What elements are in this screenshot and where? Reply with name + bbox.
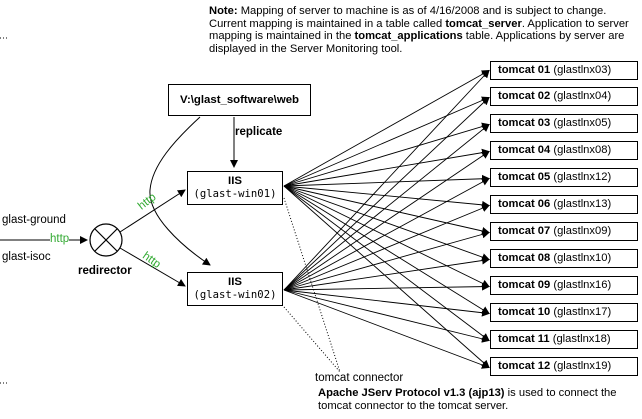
tomcat-01-host: (glastlnx03) — [553, 64, 612, 76]
note-text-2: . Application to server mapping is maint… — [209, 17, 629, 43]
tomcat-server-03: tomcat 03 (glastlnx05) — [490, 114, 638, 133]
tomcat-server-11: tomcat 11 (glastlnx18) — [490, 330, 638, 349]
tomcat-12-host: (glastlnx19) — [553, 360, 612, 372]
tomcat-10-host: (glastlnx17) — [553, 306, 612, 318]
link-iis2-tomcat-09 — [283, 282, 490, 291]
tomcat-server-05: tomcat 05 (glastlnx12) — [490, 168, 638, 187]
tomcat-05-name: tomcat 05 — [498, 171, 551, 183]
iis-2-name: IIS — [228, 276, 242, 288]
tomcat-06-host: (glastlnx13) — [553, 198, 612, 210]
redirector-to-iis1 — [119, 189, 186, 233]
tomcat-09-name: tomcat 09 — [498, 279, 551, 291]
link-iis1-tomcat-10 — [283, 185, 490, 315]
http-label-input: http — [50, 233, 70, 245]
tomcat-01-name: tomcat 01 — [498, 64, 551, 76]
tomcat-09-host: (glastlnx16) — [553, 279, 612, 291]
tomcat-08-name: tomcat 08 — [498, 252, 551, 264]
source-glast-ground: glast-ground — [2, 214, 66, 226]
source-glast-isoc: glast-isoc — [2, 251, 51, 263]
tomcat-server-08: tomcat 08 (glastlnx10) — [490, 249, 638, 268]
protocol-name: Apache JServ Protocol v1.3 (ajp13) — [318, 387, 505, 399]
redirector-to-iis2 — [119, 247, 186, 287]
note-table-1: tomcat_server — [445, 17, 522, 30]
protocol-text: is used to connect the tomcat connector … — [318, 387, 617, 412]
note-prefix: Note: — [209, 5, 238, 17]
tomcat-08-host: (glastlnx10) — [553, 252, 612, 264]
software-share-box: V:\glast_software\web — [168, 84, 311, 116]
iis-2-host: (glast-win02) — [193, 289, 277, 301]
mapping-note: Note: Mapping of server to machine is as… — [209, 5, 641, 55]
iis-1-host: (glast-win01) — [193, 188, 277, 200]
tomcat-12-name: tomcat 12 — [498, 360, 551, 372]
link-iis2-tomcat-04 — [283, 150, 490, 291]
link-iis1-tomcat-08 — [283, 185, 490, 261]
tomcat-03-name: tomcat 03 — [498, 117, 551, 129]
tomcat-server-02: tomcat 02 (glastlnx04) — [490, 87, 638, 106]
link-iis1-tomcat-09 — [283, 185, 490, 288]
tomcat-07-host: (glastlnx09) — [553, 225, 612, 237]
redirector-label: redirector — [78, 265, 132, 277]
link-iis2-tomcat-02 — [283, 96, 490, 291]
tomcat-06-name: tomcat 06 — [498, 198, 551, 210]
tomcat-03-host: (glastlnx05) — [553, 117, 612, 129]
link-iis1-tomcat-07 — [283, 185, 490, 235]
replicate-curve — [149, 116, 211, 266]
tomcat-server-09: tomcat 09 (glastlnx16) — [490, 276, 638, 295]
tomcat-server-12: tomcat 12 (glastlnx19) — [490, 357, 638, 376]
connector-dotted-2 — [283, 306, 341, 373]
tomcat-connector-label: tomcat connector — [315, 372, 404, 384]
connector-dotted-1 — [283, 197, 341, 373]
tomcat-04-host: (glastlnx08) — [553, 144, 612, 156]
tomcat-server-01: tomcat 01 (glastlnx03) — [490, 61, 638, 80]
link-iis1-tomcat-12 — [283, 185, 490, 369]
tomcat-11-host: (glastlnx18) — [552, 333, 611, 345]
link-iis2-tomcat-06 — [283, 204, 490, 291]
tomcat-04-name: tomcat 04 — [498, 144, 551, 156]
link-iis1-tomcat-11 — [283, 185, 490, 342]
link-iis2-tomcat-10 — [283, 289, 490, 317]
link-iis1-tomcat-04 — [283, 148, 490, 187]
tomcat-server-07: tomcat 07 (glastlnx09) — [490, 222, 638, 241]
link-iis2-tomcat-01 — [283, 69, 490, 291]
tomcat-02-name: tomcat 02 — [498, 90, 551, 102]
note-table-2: tomcat_applications — [354, 30, 463, 43]
link-iis1-tomcat-01 — [283, 70, 490, 187]
iis-server-2: IIS (glast-win02) — [187, 272, 283, 306]
link-iis1-tomcat-03 — [283, 122, 490, 187]
tomcat-server-06: tomcat 06 (glastlnx13) — [490, 195, 638, 214]
replicate-label: replicate — [235, 126, 283, 138]
link-iis2-tomcat-03 — [283, 123, 490, 291]
link-iis2-tomcat-08 — [283, 256, 490, 291]
iis-server-1: IIS (glast-win01) — [187, 171, 283, 205]
protocol-note: Apache JServ Protocol v1.3 (ajp13) is us… — [318, 387, 642, 412]
link-iis2-tomcat-12 — [283, 289, 490, 369]
tomcat-02-host: (glastlnx04) — [553, 90, 612, 102]
tomcat-07-name: tomcat 07 — [498, 225, 551, 237]
link-iis1-tomcat-06 — [283, 185, 490, 209]
link-iis2-tomcat-11 — [283, 289, 490, 343]
note-text-1: Mapping of server to machine is as of 4/… — [209, 5, 607, 30]
tomcat-05-host: (glastlnx12) — [553, 171, 612, 183]
link-iis2-tomcat-05 — [283, 178, 490, 291]
iis-to-tomcat-links — [283, 69, 490, 369]
link-iis1-tomcat-02 — [283, 96, 490, 187]
tomcat-server-04: tomcat 04 (glastlnx08) — [490, 141, 638, 160]
note-text-3: table. Applications by server are displa… — [209, 30, 625, 55]
redirector-icon — [89, 223, 123, 257]
tomcat-server-10: tomcat 10 (glastlnx17) — [490, 303, 638, 322]
tomcat-11-name: tomcat 11 — [498, 333, 550, 345]
iis-1-name: IIS — [228, 175, 242, 187]
link-iis1-tomcat-05 — [283, 174, 490, 187]
link-iis2-tomcat-07 — [283, 230, 490, 291]
tomcat-10-name: tomcat 10 — [498, 306, 551, 318]
